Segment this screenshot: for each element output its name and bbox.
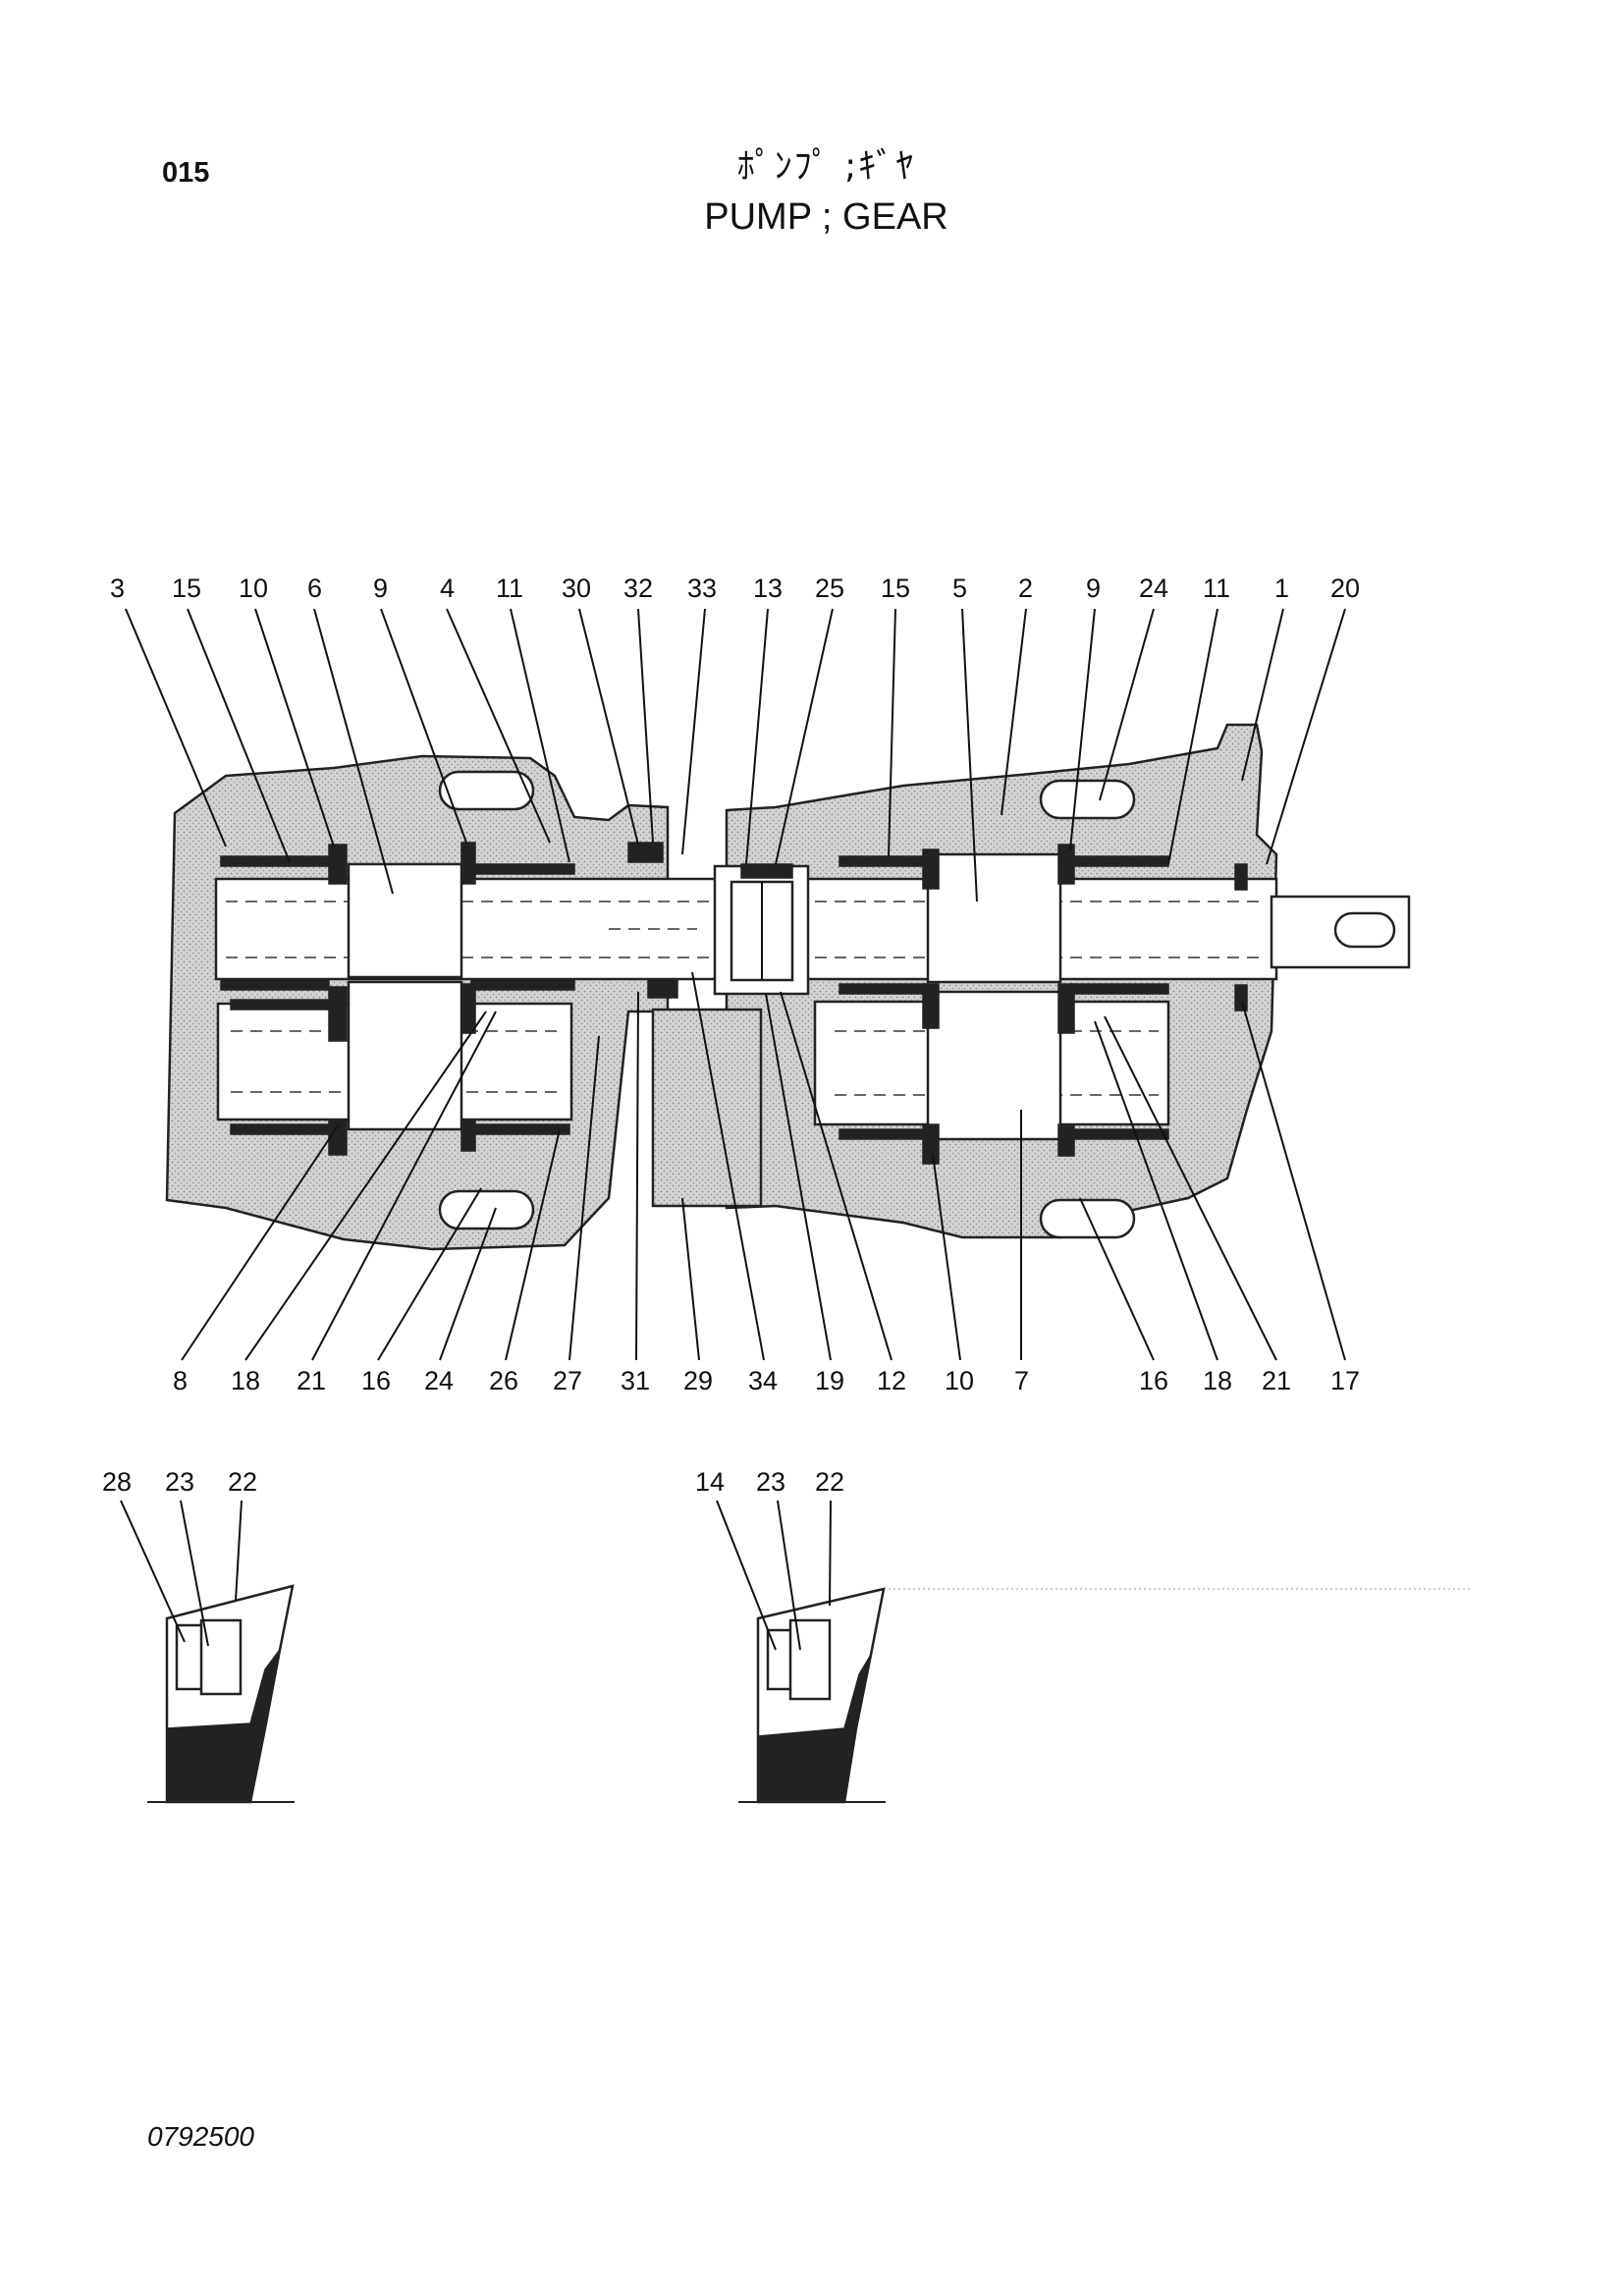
bearings: [220, 842, 1248, 1165]
center-block: [651, 1008, 763, 1208]
callout-label: 21: [297, 1366, 326, 1395]
callout-label: 27: [553, 1366, 582, 1395]
callout-label: 17: [1330, 1366, 1360, 1395]
shaft-key: [1333, 911, 1396, 949]
callout-label: 29: [683, 1366, 713, 1395]
callout-label: 15: [172, 574, 201, 603]
callout-label: 3: [110, 574, 125, 603]
callout-label: 28: [102, 1467, 132, 1497]
leader-lines-top: [125, 608, 1346, 902]
callout-label: 23: [756, 1467, 785, 1497]
callout-label: 18: [231, 1366, 260, 1395]
callout-label: 9: [373, 574, 388, 603]
callout-label: 5: [952, 574, 967, 603]
drive-gear-left: [347, 862, 463, 979]
drawing-number: 0792500: [147, 2121, 255, 2152]
drive-gear-right: [926, 852, 1062, 984]
callout-label: 11: [1203, 574, 1230, 603]
callout-label: 1: [1274, 574, 1289, 603]
callout-label: 15: [881, 574, 910, 603]
callout-label: 33: [687, 574, 717, 603]
detail-right-view: 14 23 22: [695, 1467, 1473, 1804]
page-title-japanese: ﾎﾟﾝﾌﾟ ;ｷﾞﾔ: [736, 146, 916, 187]
callout-label: 10: [945, 1366, 974, 1395]
callout-label: 32: [623, 574, 653, 603]
callout-label: 24: [424, 1366, 454, 1395]
page-code: 015: [162, 157, 210, 189]
mounting-bolts: [438, 770, 1136, 1239]
callout-label: 19: [815, 1366, 844, 1395]
callout-label: 34: [748, 1366, 778, 1395]
driven-gear-right: [926, 990, 1062, 1141]
callout-label: 8: [173, 1366, 188, 1395]
callout-label: 7: [1014, 1366, 1029, 1395]
callouts-top: 3 15 10 6 9 4 11 30 32 33 13 25 15 5 2 9…: [110, 574, 1360, 603]
callout-label: 22: [815, 1467, 844, 1497]
callout-label: 31: [621, 1366, 650, 1395]
callout-label: 11: [496, 574, 523, 603]
callout-label: 16: [361, 1366, 391, 1395]
callout-label: 4: [440, 574, 455, 603]
callout-label: 22: [228, 1467, 257, 1497]
callout-label: 13: [753, 574, 783, 603]
gears: [347, 852, 1062, 1141]
leader-lines-bottom: [181, 971, 1346, 1361]
callout-label: 20: [1330, 574, 1360, 603]
callout-label: 12: [877, 1366, 906, 1395]
callout-label: 26: [489, 1366, 518, 1395]
callout-label: 25: [815, 574, 844, 603]
callout-label: 14: [695, 1467, 725, 1497]
callout-label: 2: [1018, 574, 1033, 603]
callout-label: 10: [239, 574, 268, 603]
callout-label: 18: [1203, 1366, 1232, 1395]
callout-label: 30: [562, 574, 591, 603]
callout-label: 9: [1086, 574, 1101, 603]
callout-label: 21: [1262, 1366, 1291, 1395]
callouts-bottom: 8 18 21 16 24 26 27 31 29 34 19 12 10 7 …: [173, 1366, 1360, 1395]
page-title-english: PUMP ; GEAR: [704, 196, 948, 238]
callout-label: 16: [1139, 1366, 1168, 1395]
callout-label: 6: [307, 574, 322, 603]
detail-left-view: 28 23 22: [102, 1467, 295, 1804]
callout-label: 23: [165, 1467, 194, 1497]
callout-label: 24: [1139, 574, 1168, 603]
